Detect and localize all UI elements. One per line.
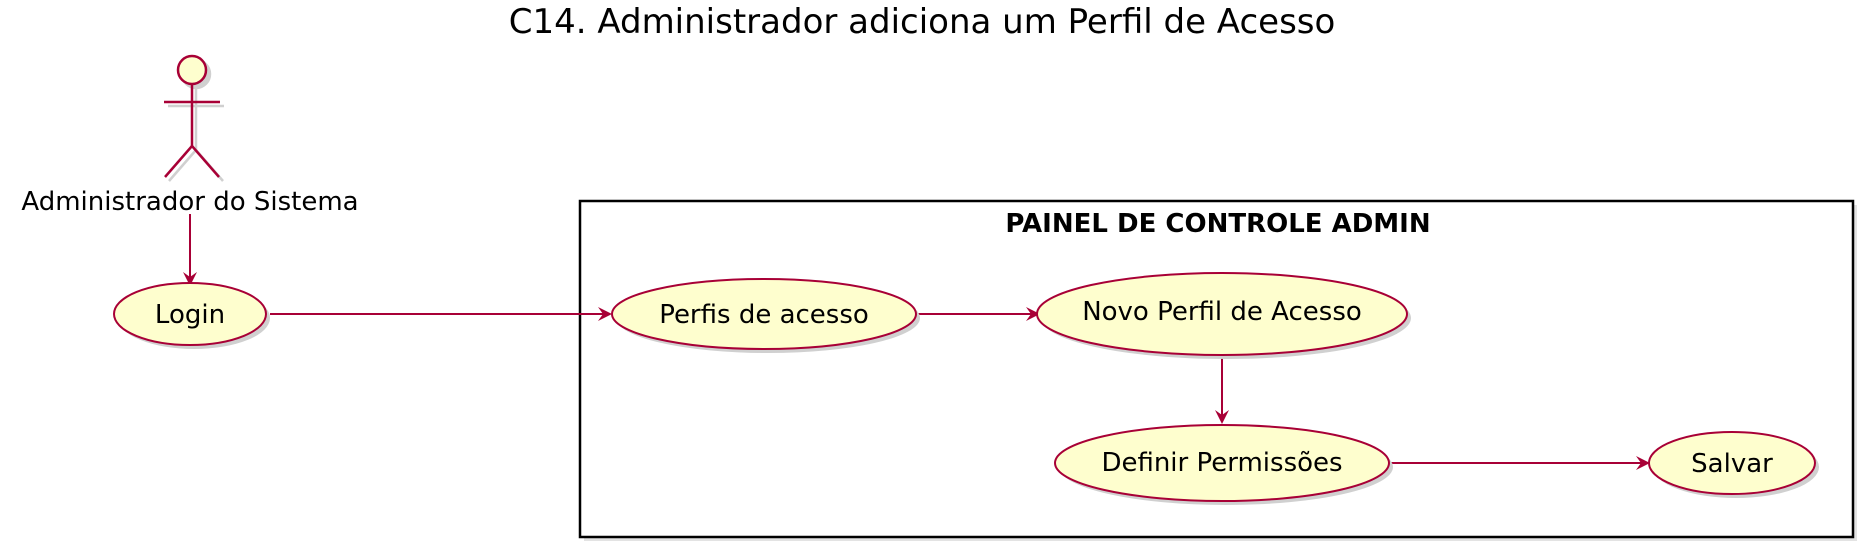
package-label: PAINEL DE CONTROLE ADMIN	[1005, 209, 1430, 239]
actor-label: Administrador do Sistema	[21, 187, 358, 217]
usecase-definir-permissoes: Definir Permissões	[1054, 424, 1393, 505]
usecase-login-label: Login	[155, 300, 225, 330]
usecase-salvar-label: Salvar	[1691, 449, 1773, 479]
usecase-definir-label: Definir Permissões	[1101, 448, 1342, 478]
usecase-novo-perfil: Novo Perfil de Acesso	[1036, 272, 1411, 359]
diagram-title: C14. Administrador adiciona um Perfil de…	[509, 2, 1336, 42]
stick-figure-icon	[164, 54, 220, 178]
actor-administrador: Administrador do Sistema	[21, 54, 359, 217]
usecase-perfis-de-acesso: Perfis de acesso	[611, 278, 920, 353]
usecase-novo-perfil-label: Novo Perfil de Acesso	[1082, 297, 1362, 327]
usecase-login: Login	[113, 282, 270, 349]
usecase-perfis-label: Perfis de acesso	[659, 300, 869, 330]
edges	[183, 214, 1650, 470]
usecase-salvar: Salvar	[1648, 431, 1819, 498]
